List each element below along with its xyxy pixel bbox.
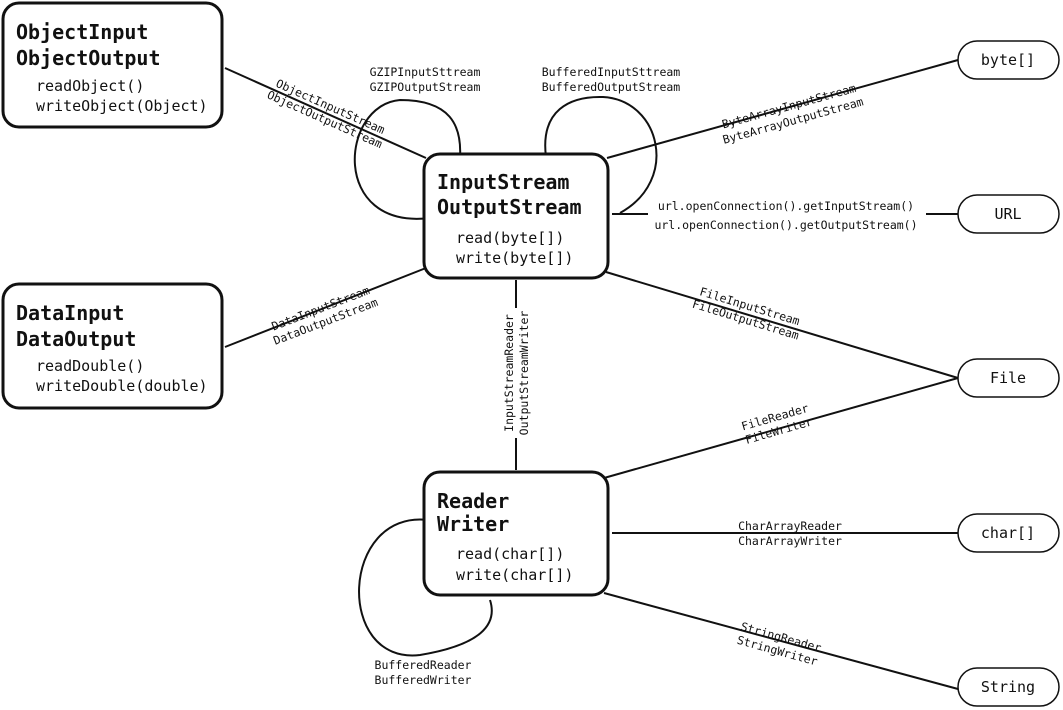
label-buffered-output: BufferedOutputStream (542, 80, 681, 94)
read-chars-method: read(char[]) (456, 545, 564, 563)
edge-label-bridge: InputStreamReader OutputStreamWriter (502, 311, 531, 436)
output-stream-title: OutputStream (437, 195, 582, 219)
write-object-method: writeObject(Object) (36, 97, 208, 115)
label-char-array-writer: CharArrayWriter (738, 534, 842, 548)
read-bytes-method: read(byte[]) (456, 229, 564, 247)
string-label: String (981, 678, 1035, 696)
edge-label-buffered-rw: BufferedReader BufferedWriter (375, 658, 472, 687)
label-gzip-input: GZIPInputSttream (370, 65, 481, 79)
edge-label-string-rw: StringReader StringWriter (735, 619, 823, 668)
data-io-box: DataInput DataOutput readDouble() writeD… (1, 282, 224, 410)
edge-stream-to-file (605, 271, 959, 379)
edge-label-url: url.openConnection().getInputStream() ur… (654, 199, 917, 232)
object-io-box: ObjectInput ObjectOutput readObject() wr… (1, 1, 224, 129)
edge-label-file-rw: FileReader FileWriter (740, 401, 814, 447)
label-url-input: url.openConnection().getInputStream() (658, 199, 914, 213)
edge-label-char-array: CharArrayReader CharArrayWriter (738, 519, 842, 548)
label-buffered-input: BufferedInputSttream (542, 65, 681, 79)
label-buffered-reader: BufferedReader (375, 658, 472, 672)
edge-stream-to-bytes (606, 59, 959, 159)
writer-title: Writer (437, 512, 509, 536)
label-url-output: url.openConnection().getOutputStream() (654, 218, 917, 232)
byte-array-node: byte[] (957, 40, 1060, 80)
edge-label-byte-array: ByteArrayInputStream ByteArrayOutputStre… (720, 81, 865, 147)
edge-label-file-stream: FileInputStream FileOutputStream (691, 284, 802, 342)
read-object-method: readObject() (36, 77, 144, 95)
file-label: File (990, 369, 1026, 387)
label-char-array-reader: CharArrayReader (738, 519, 842, 533)
label-input-stream-reader: InputStreamReader (502, 314, 516, 432)
label-output-stream-writer: OutputStreamWriter (517, 311, 531, 436)
input-stream-title: InputStream (437, 170, 569, 194)
byte-array-label: byte[] (981, 51, 1035, 69)
string-node: String (957, 667, 1060, 707)
url-label: URL (994, 205, 1021, 223)
stream-box: InputStream OutputStream read(byte[]) wr… (422, 152, 610, 280)
read-double-method: readDouble() (36, 357, 144, 375)
edge-reader-to-string (603, 592, 959, 690)
object-output-title: ObjectOutput (16, 46, 161, 70)
reader-writer-box: Reader Writer read(char[]) write(char[]) (422, 470, 610, 597)
data-output-title: DataOutput (16, 327, 136, 351)
edge-data-to-stream (224, 267, 427, 348)
edge-label-buffered-stream: BufferedInputSttream BufferedOutputStrea… (542, 65, 681, 94)
edge-buffered-rw-loop (358, 518, 493, 657)
write-chars-method: write(char[]) (456, 566, 573, 584)
label-gzip-output: GZIPOutputStream (370, 80, 481, 94)
edge-label-data-stream: DataInputStream DataOutputStream (270, 283, 380, 348)
object-input-title: ObjectInput (16, 20, 148, 44)
edge-buffered-stream-loop (544, 95, 658, 214)
label-buffered-writer: BufferedWriter (375, 673, 472, 687)
url-node: URL (957, 194, 1060, 234)
connectors (224, 59, 959, 690)
write-double-method: writeDouble(double) (36, 377, 208, 395)
data-input-title: DataInput (16, 301, 124, 325)
edge-reader-to-file (603, 377, 959, 479)
file-node: File (957, 358, 1060, 398)
char-array-node: char[] (957, 513, 1060, 553)
reader-title: Reader (437, 489, 509, 513)
char-array-label: char[] (981, 524, 1035, 542)
edge-gzip-loop (353, 98, 462, 220)
edge-label-gzip: GZIPInputSttream GZIPOutputStream (370, 65, 481, 94)
write-bytes-method: write(byte[]) (456, 249, 573, 267)
edge-object-to-stream (224, 67, 427, 159)
